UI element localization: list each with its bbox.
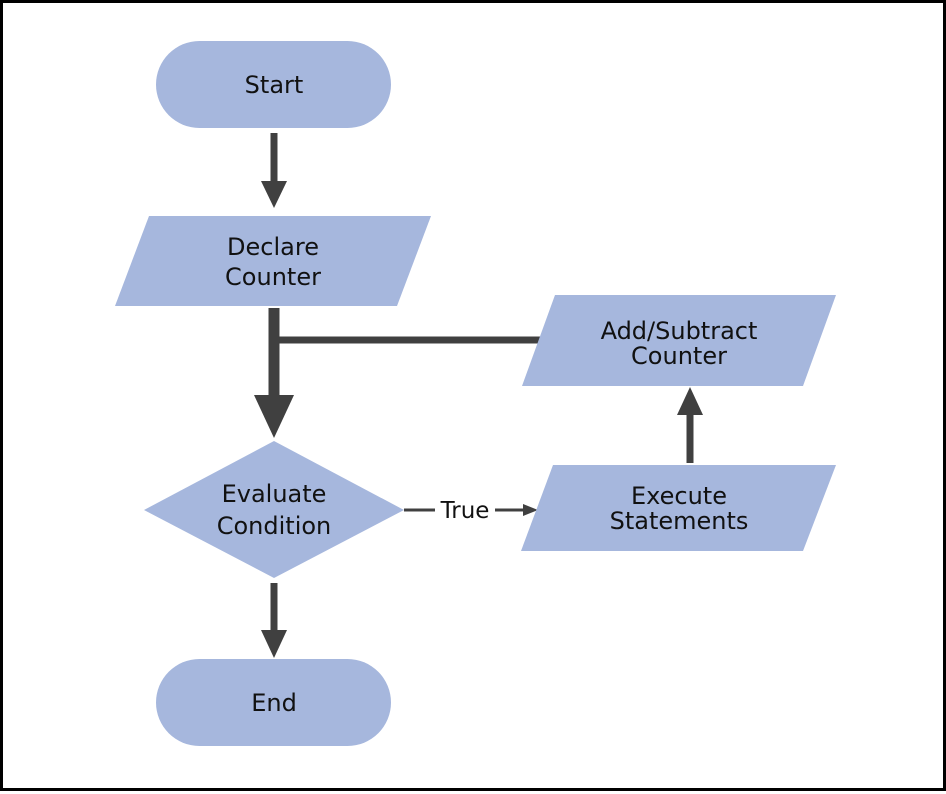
node-start: Start — [156, 41, 391, 128]
node-update-label-line2: Counter — [631, 342, 727, 370]
node-update-label-line1: Add/Subtract — [601, 317, 758, 345]
node-evaluate-label-line1: Evaluate — [222, 480, 327, 508]
node-add-subtract-counter: Add/Subtract Counter — [522, 295, 836, 386]
node-execute-label-line1: Execute — [631, 482, 727, 510]
edge-declare-to-evaluate — [254, 308, 294, 438]
node-evaluate-label-line2: Condition — [217, 512, 332, 540]
node-execute-label-line2: Statements — [610, 507, 749, 535]
node-end: End — [156, 659, 391, 746]
node-declare-counter: Declare Counter — [115, 216, 431, 306]
edge-execute-to-update — [677, 387, 703, 463]
node-end-label: End — [251, 689, 297, 717]
node-declare-label-line1: Declare — [227, 233, 319, 261]
node-declare-label-line2: Counter — [225, 263, 321, 291]
flowchart: True Start Declare Counter Evaluate Cond… — [115, 41, 836, 746]
edge-start-to-declare — [261, 133, 287, 208]
node-evaluate-condition: Evaluate Condition — [144, 441, 404, 578]
edge-evaluate-to-execute: True — [404, 498, 538, 524]
edge-label-true: True — [440, 498, 490, 524]
node-start-label: Start — [245, 71, 304, 99]
edge-evaluate-to-end — [261, 583, 287, 658]
node-execute-statements: Execute Statements — [521, 465, 836, 551]
